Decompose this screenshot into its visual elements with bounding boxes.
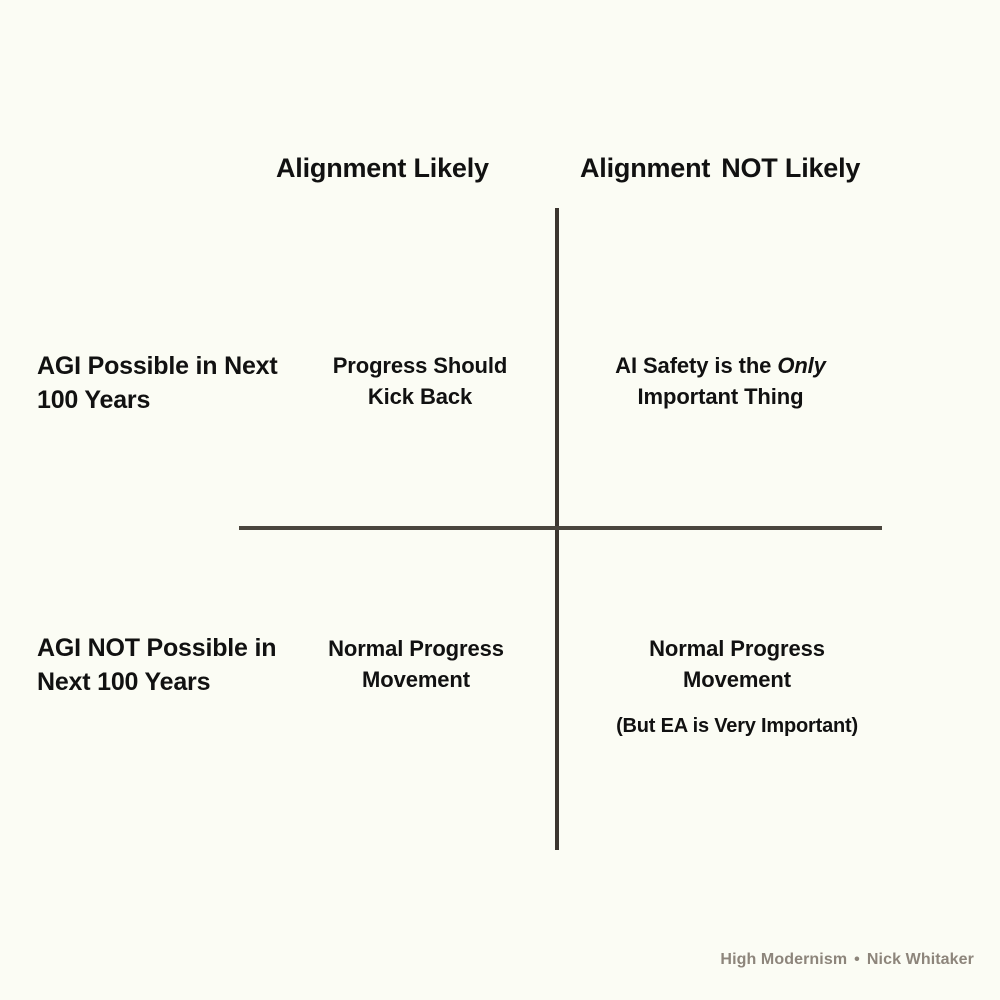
quadrant-top-left-line2: Kick Back (367, 384, 473, 410)
footer-separator-dot: • (854, 951, 860, 968)
footer-publication: High Modernism (720, 951, 848, 968)
horizontal-axis-line (239, 526, 882, 530)
row-label-agi-possible-line2: Next 100 Years (37, 352, 278, 414)
row-label-agi-not-possible-line2: in Next 100 Years (37, 634, 277, 696)
column-header-alignment-not-likely: Alignment NOT Likely (580, 153, 860, 184)
footer-credit: High Modernism • Nick Whitaker (720, 951, 974, 969)
quadrant-top-left: Progress Should Kick Back (300, 350, 540, 412)
quadrant-top-right: AI Safety is the Only Important Thing (578, 350, 863, 412)
row-label-agi-possible: AGI Possible in Next 100 Years (37, 349, 287, 417)
column-header-right-part2: NOT Likely (721, 153, 861, 183)
row-label-agi-not-possible-line1: AGI NOT Possible (37, 634, 248, 662)
quadrant-bottom-left: Normal Progress Movement (296, 633, 536, 695)
quadrant-bottom-right-line1: Normal Progress (649, 636, 825, 661)
quadrant-bottom-right-note: (But EA is Very Important) (616, 715, 858, 738)
row-label-agi-possible-line1: AGI Possible in (37, 352, 218, 380)
quadrant-top-left-line1: Progress Should (332, 353, 508, 378)
column-header-right-part1: Alignment (580, 153, 711, 183)
quadrant-bottom-right-line2: Movement (683, 667, 791, 693)
quadrant-bottom-left-line2: Movement (362, 667, 470, 693)
quadrant-top-right-line1-text: AI Safety is the (615, 353, 778, 378)
quadrant-bottom-left-line1: Normal Progress (328, 636, 504, 661)
quadrant-top-right-line2: Important Thing (637, 384, 804, 410)
quadrant-top-right-emphasis: Only (777, 353, 826, 378)
column-header-alignment-likely: Alignment Likely (276, 153, 489, 183)
quadrant-top-right-line1: AI Safety is the Only (578, 350, 863, 381)
row-label-agi-not-possible: AGI NOT Possible in Next 100 Years (37, 631, 287, 699)
quadrant-bottom-right: Normal Progress Movement (But EA is Very… (578, 633, 896, 741)
footer-author: Nick Whitaker (866, 951, 974, 968)
